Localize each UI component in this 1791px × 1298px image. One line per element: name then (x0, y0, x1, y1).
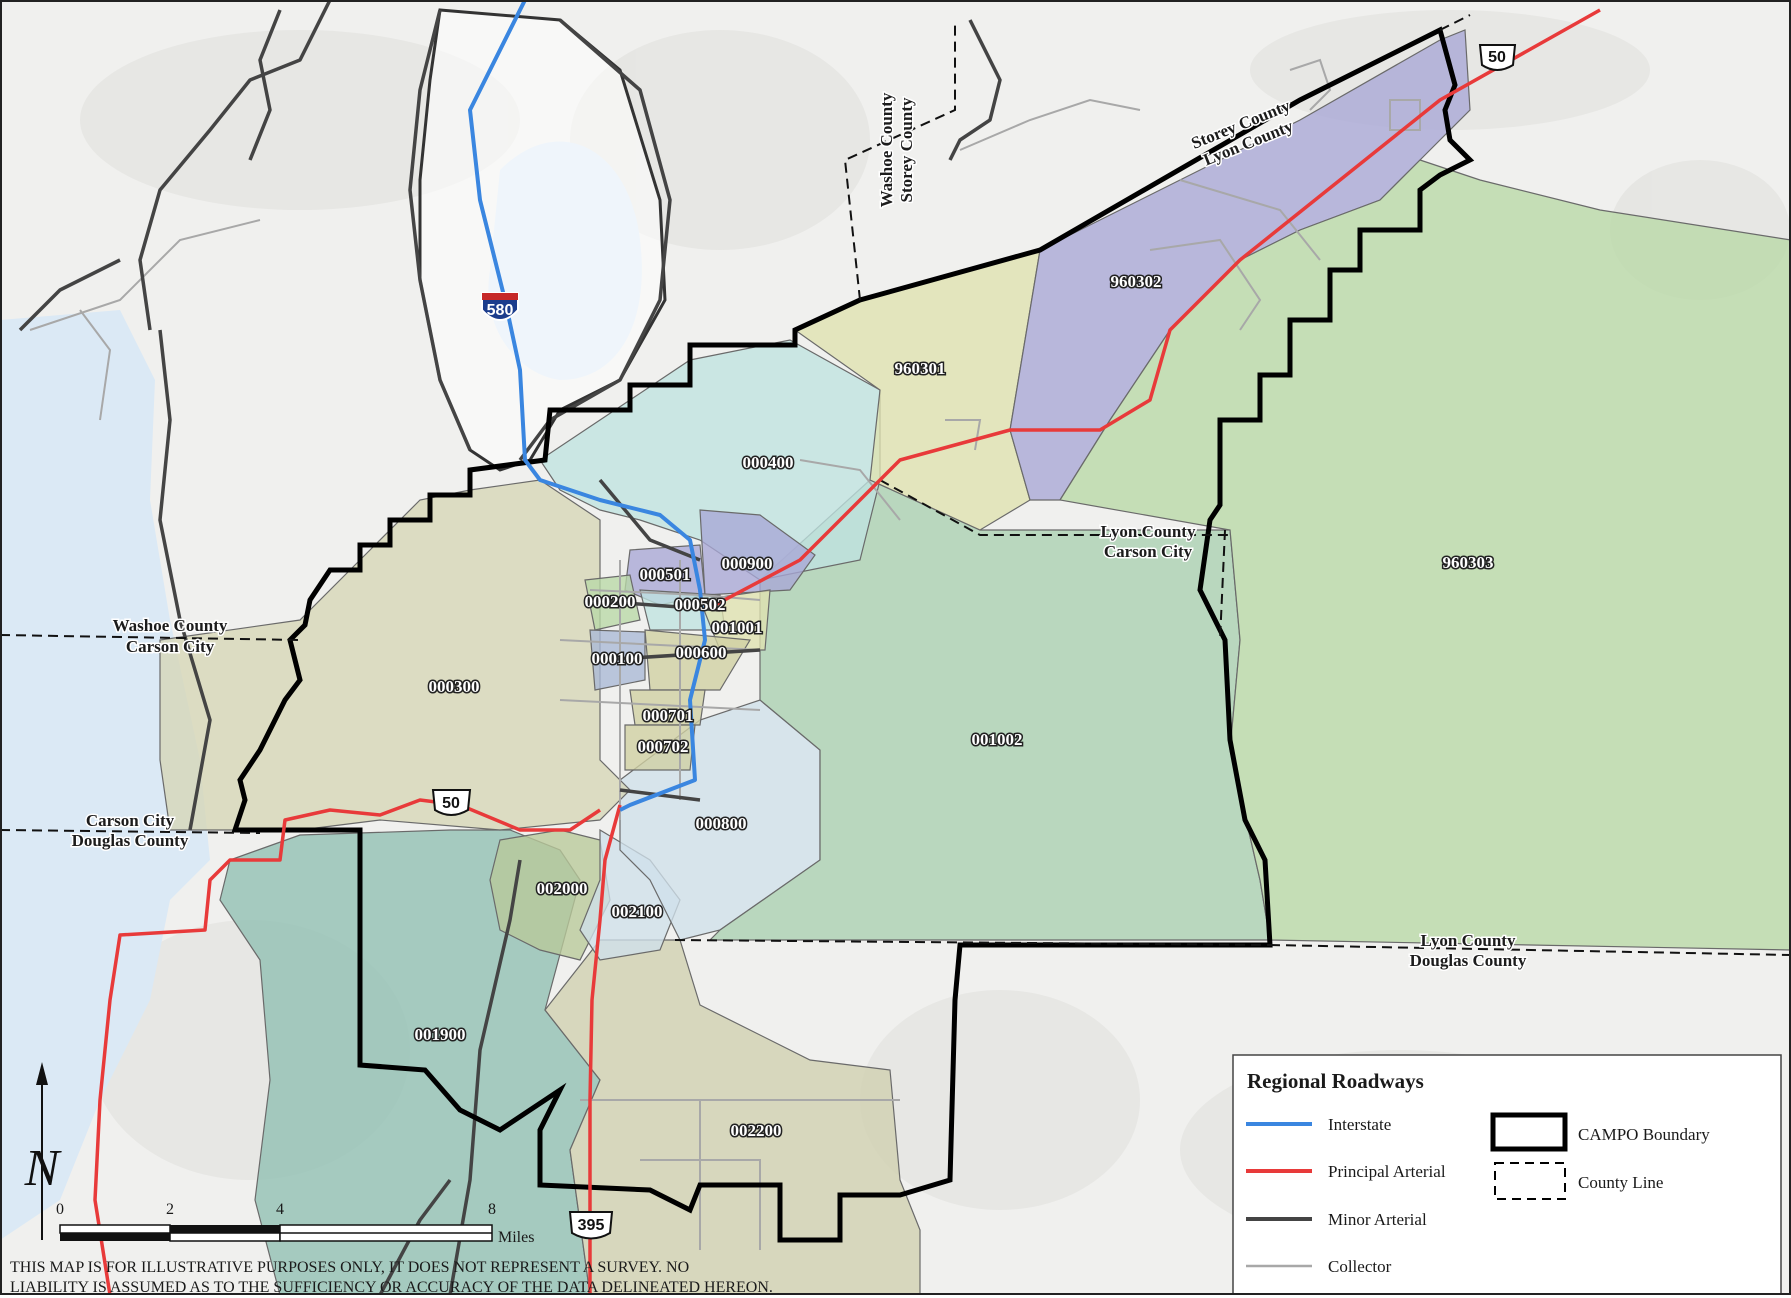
tract-label-000400: 000400 (743, 453, 794, 472)
legend: Regional Roadways Interstate Principal A… (1232, 1054, 1782, 1295)
scale-unit: Miles (498, 1229, 534, 1246)
lake-tahoe (0, 310, 210, 1240)
legend-label-collector: Collector (1328, 1257, 1392, 1276)
county-label-washoe-carson: Washoe County Carson City (111, 615, 229, 658)
tract-label-000900: 000900 (722, 554, 773, 573)
legend-label-principal-arterial: Principal Arterial (1328, 1162, 1446, 1181)
tract-label-000300: 000300 (429, 677, 480, 696)
tract-000900 (699, 509, 816, 596)
us-50-east-shield: 50 (1478, 44, 1517, 71)
legend-swatch-county-line (1494, 1162, 1566, 1200)
county-label-lyon-carson: Lyon County Carson City (1099, 521, 1197, 563)
scale-tick-0: 0 (56, 1201, 64, 1218)
us-50-south-shield: 50 (431, 789, 472, 816)
us-50-east-label: 50 (1488, 49, 1506, 66)
legend-title: Regional Roadways (1247, 1069, 1424, 1093)
tract-002200 (544, 939, 921, 1295)
disclaimer-line-2: LIABILITY IS ASSUMED AS TO THE SUFFICIEN… (10, 1279, 773, 1296)
svg-text:Lyon County: Lyon County (1101, 522, 1196, 541)
tract-label-000600: 000600 (676, 643, 727, 662)
tract-label-000702: 000702 (638, 737, 689, 756)
tract-label-000501: 000501 (640, 565, 691, 584)
tract-label-001001: 001001 (712, 618, 763, 637)
county-label-washoe-storey: Washoe County Storey County (876, 91, 918, 209)
collector-roads (29, 58, 1421, 1250)
tract-label-002100: 002100 (612, 902, 663, 921)
tract-960303 (1059, 159, 1791, 951)
disclaimer-line-1: THIS MAP IS FOR ILLUSTRATIVE PURPOSES ON… (10, 1259, 690, 1276)
tract-label-000100: 000100 (592, 649, 643, 668)
tract-label-000800: 000800 (696, 814, 747, 833)
tract-000702 (624, 724, 696, 771)
svg-text:Douglas County: Douglas County (1410, 951, 1527, 970)
legend-swatch-campo-boundary (1490, 1112, 1568, 1152)
census-tracts (159, 29, 1791, 1295)
tract-label-000502: 000502 (675, 595, 726, 614)
county-label-lyon-douglas: Lyon County Douglas County (1408, 930, 1528, 972)
county-lines (0, 14, 1791, 956)
tract-label-001900: 001900 (415, 1025, 466, 1044)
svg-text:Douglas County: Douglas County (72, 831, 189, 850)
svg-text:Washoe County: Washoe County (113, 616, 228, 635)
tract-labels: 000400 960301 960302 960303 000501 00090… (413, 271, 1495, 1142)
tract-label-960303: 960303 (1443, 553, 1494, 572)
principal-arterial-roads (93, 8, 1601, 1295)
tract-label-000701: 000701 (643, 706, 694, 725)
svg-text:Lyon County: Lyon County (1421, 931, 1516, 950)
svg-text:Carson City: Carson City (86, 811, 175, 830)
tract-label-002000: 002000 (537, 879, 588, 898)
legend-label-county-line: County Line (1578, 1173, 1663, 1192)
tract-label-001002: 001002 (972, 730, 1023, 749)
scale-bar: 0 2 4 8 Miles (56, 1201, 534, 1246)
campo-boundary (231, 26, 1475, 1243)
svg-text:Storey County: Storey County (897, 97, 916, 202)
us-395-shield: 395 (568, 1211, 614, 1240)
interstate-580 (468, 0, 707, 812)
svg-text:Carson City: Carson City (126, 637, 215, 656)
us-395-label: 395 (578, 1217, 605, 1234)
scale-tick-4: 4 (276, 1201, 284, 1218)
tract-label-960301: 960301 (895, 359, 946, 378)
tract-label-960302: 960302 (1111, 272, 1162, 291)
county-label-carson-douglas: Carson City Douglas County (70, 810, 190, 852)
tract-label-000200: 000200 (585, 592, 636, 611)
north-arrow-label: N (24, 1140, 63, 1197)
interstate-580-shield: 580 (481, 292, 519, 321)
tract-label-002200: 002200 (731, 1121, 782, 1140)
legend-label-interstate: Interstate (1328, 1115, 1391, 1134)
scale-tick-8: 8 (488, 1201, 496, 1218)
legend-label-minor-arterial: Minor Arterial (1328, 1210, 1427, 1229)
legend-label-campo-boundary: CAMPO Boundary (1578, 1125, 1710, 1144)
us-50-south-label: 50 (442, 795, 460, 812)
map-disclaimer: THIS MAP IS FOR ILLUSTRATIVE PURPOSES ON… (10, 1258, 1010, 1298)
scale-tick-2: 2 (166, 1201, 174, 1218)
svg-text:Washoe County: Washoe County (877, 92, 896, 207)
interstate-580-label: 580 (487, 302, 514, 319)
north-arrow: N (24, 1062, 63, 1240)
svg-text:Carson City: Carson City (1104, 542, 1193, 561)
